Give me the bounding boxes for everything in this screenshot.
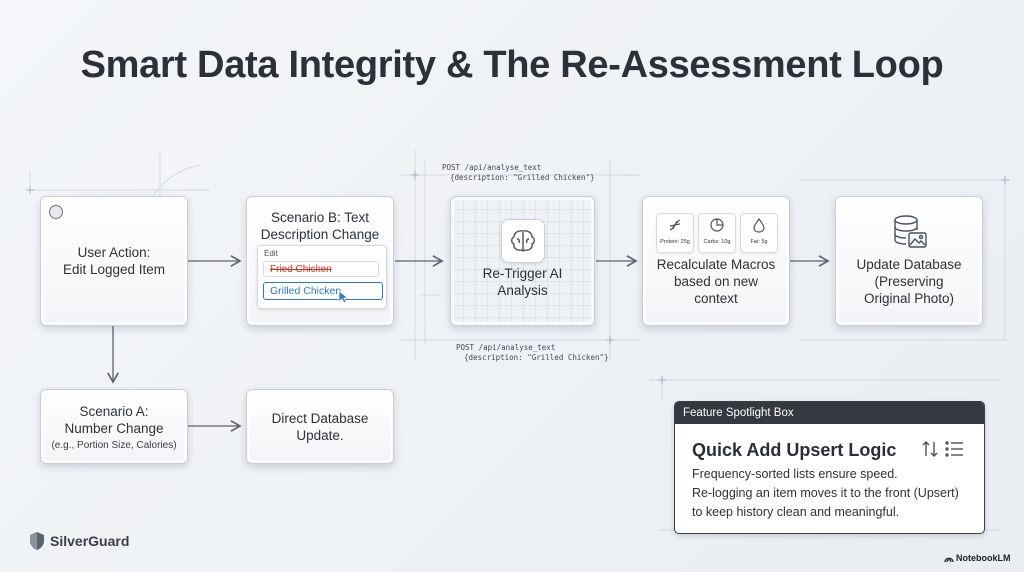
code-top-line2: {description: "Grilled Chicken"} — [450, 173, 595, 182]
spotlight-header: Feature Spotlight Box — [675, 402, 984, 424]
macro-carbs-label: Carbs: 10g — [703, 239, 731, 245]
circle-icon — [49, 205, 63, 219]
node-retrigger-ai: Re-Trigger AI Analysis — [450, 196, 595, 326]
droplet-icon — [753, 217, 765, 233]
macro-tile-fat: Fat: 5g — [740, 213, 778, 253]
notebooklm-logo-icon — [944, 557, 954, 562]
brain-icon — [501, 219, 545, 263]
edit-panel: Edit Fried Chicken Grilled Chicken — [257, 245, 387, 309]
watermark-text: NotebookLM — [956, 553, 1011, 563]
new-value-input[interactable]: Grilled Chicken — [263, 282, 383, 300]
retrigger-line1: Re-Trigger AI — [482, 266, 563, 281]
macro-tile-carbs: Carbs: 10g — [698, 213, 736, 253]
page-title: Smart Data Integrity & The Re-Assessment… — [80, 44, 944, 86]
spotlight-line3: to keep history clean and meaningful. — [692, 505, 900, 519]
recalc-line2: based on new — [673, 274, 759, 289]
brand-name: SilverGuard — [50, 533, 130, 549]
database-image-icon — [894, 215, 927, 248]
recalc-line3: context — [694, 291, 738, 306]
update-db-line2: (Preserving — [874, 274, 944, 289]
scenario-a-line2: Number Change — [64, 420, 164, 436]
scenario-b-line1: Scenario B: Text — [270, 210, 370, 225]
sort-list-icon — [922, 441, 963, 457]
recalc-line1: Recalculate Macros — [656, 257, 776, 272]
spotlight-title: Quick Add Upsert Logic — [692, 440, 897, 460]
pie-chart-icon — [710, 218, 724, 232]
dna-icon — [669, 219, 681, 231]
node-direct-update: Direct Database Update. — [246, 389, 394, 464]
cursor-pointer-icon — [338, 290, 350, 304]
brand-logo: SilverGuard — [28, 531, 129, 551]
retrigger-line2: Analysis — [497, 283, 548, 298]
node-recalculate-macros: Protein: 25g Carbs: 10g Fat: 5g Recalcul… — [642, 196, 790, 326]
code-top-line1: POST /api/analyse_text — [442, 163, 542, 172]
user-action-line1: User Action: — [77, 245, 151, 260]
edit-label: Edit — [264, 249, 278, 258]
macro-tile-protein: Protein: 25g — [656, 213, 694, 253]
node-scenario-b: Scenario B: Text Description Change Edit… — [246, 196, 394, 326]
spotlight-body: Frequency-sorted lists ensure speed. Re-… — [692, 465, 959, 522]
feature-spotlight-box: Feature Spotlight Box Quick Add Upsert L… — [674, 401, 985, 534]
spotlight-line2: Re-logging an item moves it to the front… — [692, 486, 959, 500]
update-db-line1: Update Database — [856, 257, 962, 272]
node-user-action: User Action: Edit Logged Item — [40, 196, 188, 326]
direct-update-line2: Update. — [296, 427, 344, 443]
old-value-field: Fried Chicken — [263, 261, 379, 277]
direct-update-line1: Direct Database — [271, 410, 369, 426]
scenario-b-line2: Description Change — [260, 227, 380, 242]
node-update-database: Update Database (Preserving Original Pho… — [835, 196, 983, 326]
watermark: NotebookLM — [944, 553, 1011, 563]
update-db-line3: Original Photo) — [863, 291, 955, 306]
macro-fat-label: Fat: 5g — [750, 239, 768, 245]
code-snippet-bottom: POST /api/analyse_text {description: "Gr… — [456, 343, 609, 363]
code-snippet-top: POST /api/analyse_text {description: "Gr… — [442, 163, 595, 183]
code-bottom-line2: {description: "Grilled Chicken"} — [464, 353, 609, 362]
code-bottom-line1: POST /api/analyse_text — [456, 343, 556, 352]
macro-protein-label: Protein: 25g — [660, 239, 690, 245]
shield-icon — [30, 532, 44, 550]
scenario-a-line3: (e.g., Portion Size, Calories) — [51, 439, 177, 451]
node-scenario-a: Scenario A: Number Change (e.g., Portion… — [40, 389, 188, 464]
user-action-line2: Edit Logged Item — [62, 262, 166, 277]
scenario-a-line1: Scenario A: — [79, 403, 149, 419]
spotlight-line1: Frequency-sorted lists ensure speed. — [692, 467, 898, 481]
